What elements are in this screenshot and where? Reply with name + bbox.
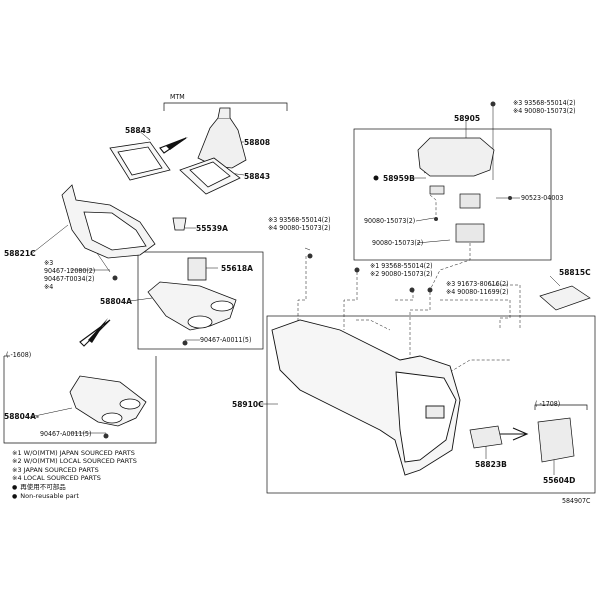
legend-line-3: ※3 JAPAN SOURCED PARTS [12, 465, 99, 474]
fastener-90080-mid: ※4 90080-15073(2) [268, 224, 331, 232]
part-58808-boot: 58808 [244, 138, 271, 147]
fastener-90080-lid-2: 90080-15073(2) [372, 239, 424, 247]
fastener-90523: 90523-04003 [521, 194, 564, 202]
part-58815c-mat: 58815C [559, 268, 591, 277]
legend-line-2: ※2 W/O(MTM) LOCAL SOURCED PARTS [12, 457, 137, 466]
part-58910c-console: 58910C [232, 400, 264, 409]
part-58821c-panel: 58821C [4, 249, 36, 258]
range-1608-label: ( -1608) [6, 351, 32, 359]
legend-line-6: Non-reusable part [12, 492, 137, 501]
fastener-mark3-a: ※3 [44, 259, 54, 267]
part-58823b-cover: 58823B [475, 460, 507, 469]
fastener-90080-low: ※2 90080-15073(2) [370, 270, 433, 278]
fastener-93568-top: ※3 93568-55014(2) [513, 99, 576, 107]
fastener-90080-11699: ※4 90080-11699(2) [446, 288, 509, 296]
fastener-90467-t0034: 90467-T0034(2) [44, 275, 95, 283]
part-55539a-cap: 55539A [196, 224, 228, 233]
mtm-section-label: MTM [170, 93, 185, 101]
fastener-91673: ※3 91673-80616(2) [446, 280, 509, 288]
fastener-93568-low: ※1 93568-55014(2) [370, 262, 433, 270]
legend-line-1: ※1 W/O(MTM) JAPAN SOURCED PARTS [12, 449, 135, 457]
part-58804a-cupholder: 58804A [100, 297, 132, 306]
fastener-90080-lid-1: 90080-15073(2) [364, 217, 416, 225]
part-55604d-pocket: 55604D [543, 476, 576, 485]
part-58804a-old: 58804A- [4, 412, 40, 421]
fastener-93568-mid: ※3 93568-55014(2) [268, 216, 331, 224]
fastener-90467-a0011: 90467-A0011(5) [200, 336, 252, 344]
legend-line-4: ※4 LOCAL SOURCED PARTS [12, 474, 101, 483]
part-58843-frame: 58843 [244, 172, 271, 181]
range-1708-label: ( -1708) [535, 400, 561, 408]
fastener-mark4-a: ※4 [44, 283, 54, 291]
part-58959b-latch: 58959B [383, 174, 415, 183]
fastener-90467-a0011-old: 90467-A0011(5) [40, 430, 92, 438]
legend-line-5: 再使用不可部品 [12, 483, 137, 492]
legend: ※1 W/O(MTM) JAPAN SOURCED PARTS ※2 W/O(M… [12, 449, 137, 501]
fastener-90080-top: ※4 90080-15073(2) [513, 107, 576, 115]
fastener-90467-12080: 90467-12080(2) [44, 267, 96, 275]
part-58843-bezel: 58843 [125, 126, 152, 135]
part-58905-lid: 58905 [454, 114, 481, 123]
part-55618a-module: 55618A [221, 264, 253, 273]
diagram-code: 584907C [562, 497, 591, 505]
